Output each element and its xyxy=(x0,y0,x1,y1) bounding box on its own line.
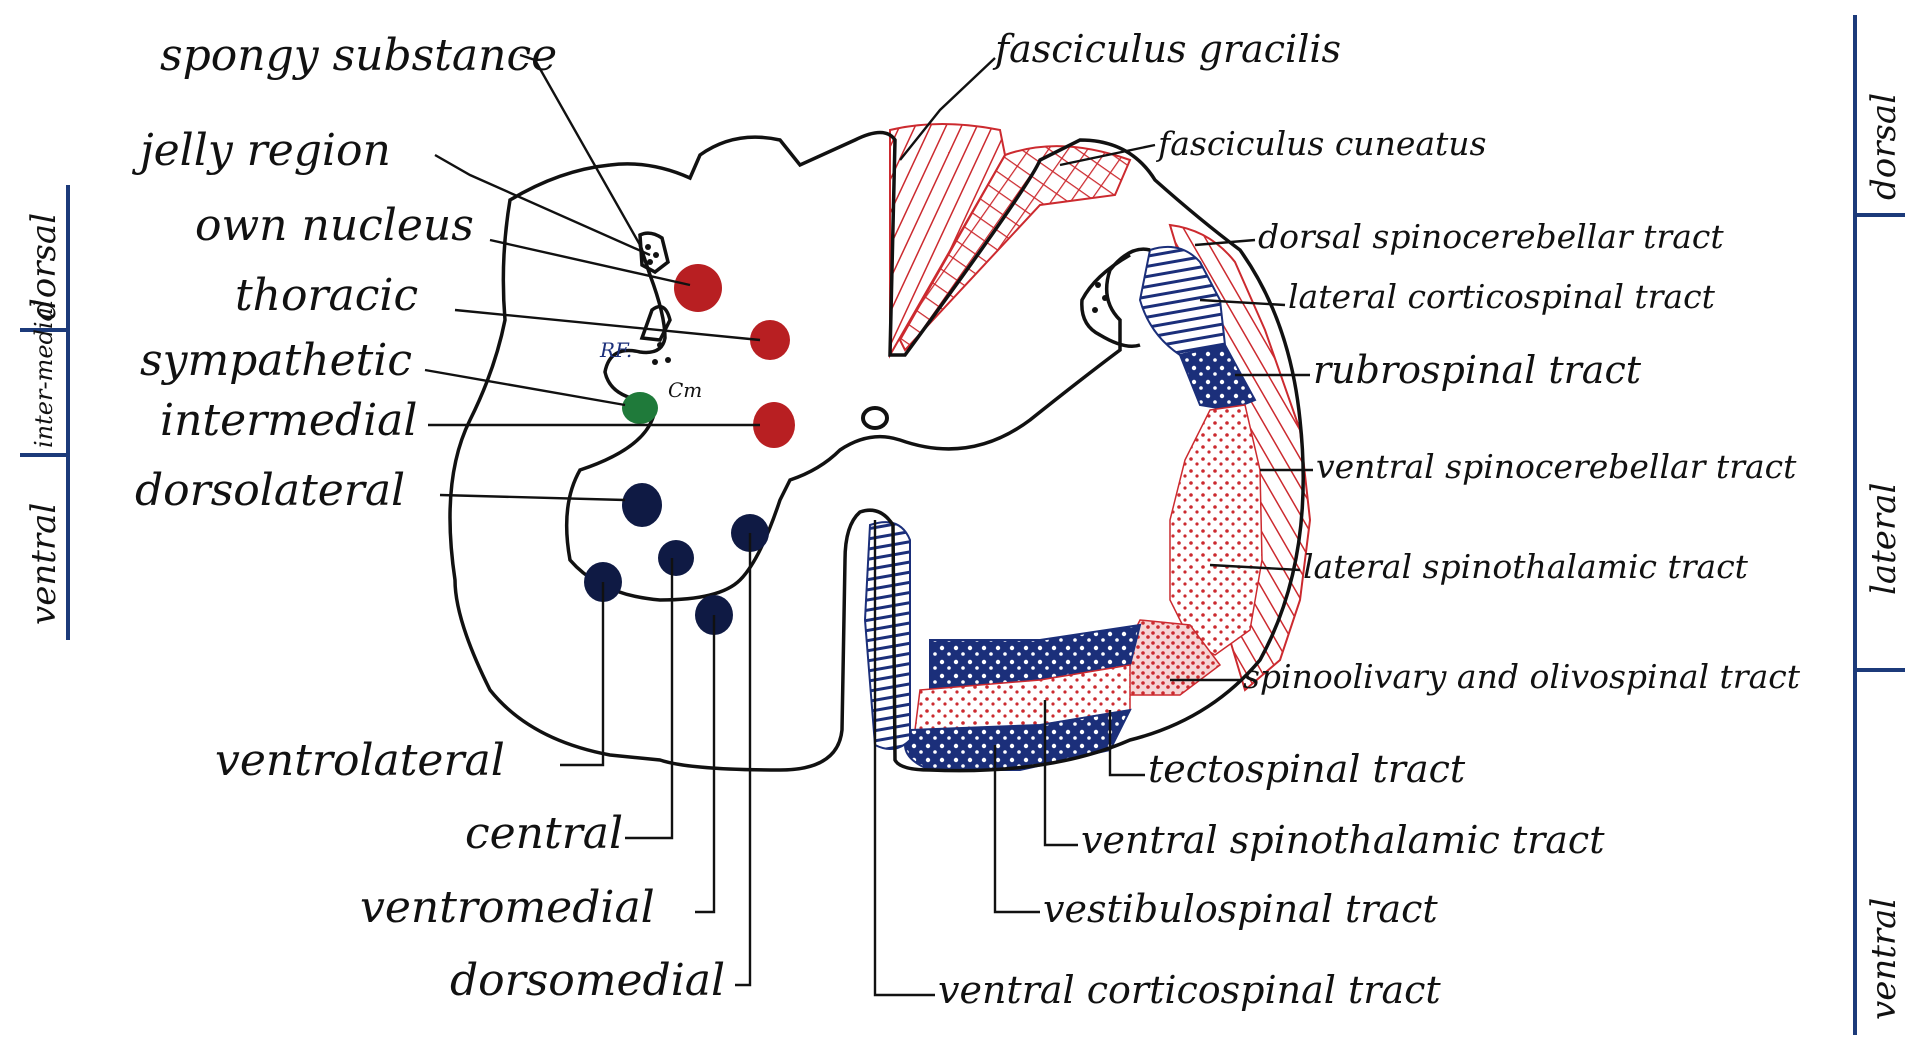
label-rubrospinal: rubrospinal tract xyxy=(1313,348,1642,392)
left-scale-ventral: ventral xyxy=(24,503,64,625)
label-ventrolateral: ventrolateral xyxy=(215,735,505,786)
label-ventromedial: ventromedial xyxy=(360,882,655,933)
label-central: central xyxy=(465,808,623,859)
label-fasciculus-gracilis: fasciculus gracilis xyxy=(992,27,1341,71)
label-tectospinal: tectospinal tract xyxy=(1148,747,1466,791)
label-dorsomedial: dorsomedial xyxy=(450,955,725,1006)
label-intermedial: intermedial xyxy=(160,395,417,446)
label-dorsal-spinocerebellar: dorsal spinocerebellar tract xyxy=(1258,217,1724,256)
left-scale-intermedial: inter-medial xyxy=(30,299,58,448)
label-ventral-spinocerebellar: ventral spinocerebellar tract xyxy=(1316,447,1797,486)
central-dot xyxy=(658,540,694,576)
sympathetic-dot xyxy=(622,392,658,424)
right-scale-ventral: ventral xyxy=(1864,898,1904,1020)
label-ventral-corticospinal: ventral corticospinal tract xyxy=(938,968,1441,1012)
cm-mark: Cm xyxy=(668,378,702,402)
left-side-scale: dorsal inter-medial ventral xyxy=(20,185,68,640)
right-scale-dorsal: dorsal xyxy=(1864,93,1904,200)
rf-mark: RF. xyxy=(599,338,632,362)
label-vestibulospinal: vestibulospinal tract xyxy=(1043,887,1438,931)
label-spinoolivary: spinoolivary and olivospinal tract xyxy=(1243,657,1801,696)
ventral-spinocerebellar-and-lateral-spinothalamic-region xyxy=(1170,405,1262,655)
central-canal xyxy=(863,408,887,428)
right-side-scale: dorsal lateral ventral xyxy=(1855,15,1905,1035)
label-thoracic: thoracic xyxy=(235,270,418,321)
label-dorsolateral: dorsolateral xyxy=(135,465,405,516)
dorsolateral-dot xyxy=(622,483,662,527)
label-own-nucleus: own nucleus xyxy=(195,200,474,251)
right-scale-lateral: lateral xyxy=(1864,483,1904,595)
label-lateral-spinothalamic: lateral spinothalamic tract xyxy=(1303,547,1749,586)
label-sympathetic: sympathetic xyxy=(140,335,412,386)
label-ventral-spinothalamic: ventral spinothalamic tract xyxy=(1081,818,1605,862)
label-lateral-corticospinal: lateral corticospinal tract xyxy=(1288,277,1716,316)
own-nucleus-dot xyxy=(674,264,722,312)
label-fasciculus-cuneatus: fasciculus cuneatus xyxy=(1155,124,1486,163)
label-spongy-substance: spongy substance xyxy=(160,30,557,81)
label-jelly-region: jelly region xyxy=(131,125,391,176)
ventral-corticospinal-region xyxy=(865,522,910,749)
